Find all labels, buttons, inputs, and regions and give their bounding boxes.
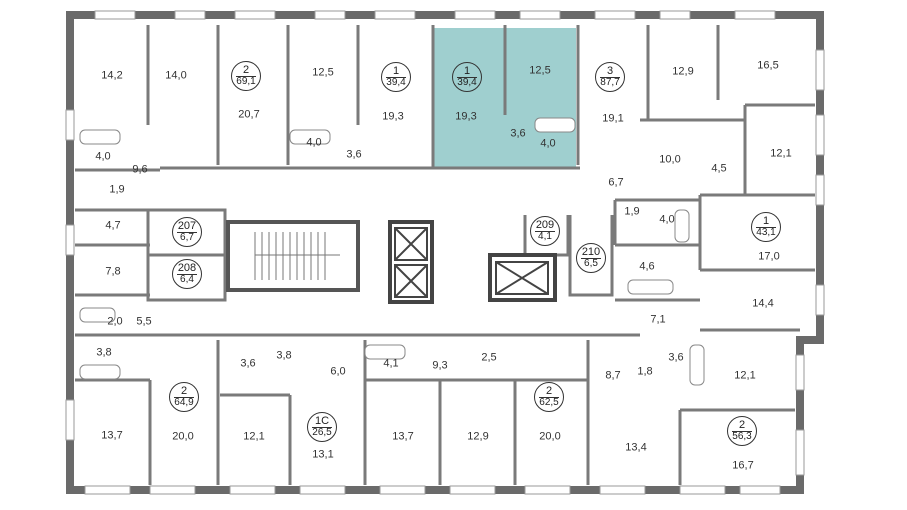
room-area: 4,0 (95, 150, 111, 163)
room-area: 13,4 (625, 441, 647, 454)
room-area: 8,7 (605, 369, 621, 382)
room-area: 4,1 (383, 357, 399, 370)
room-area: 19,1 (602, 112, 624, 125)
room-area: 20,0 (172, 430, 194, 443)
bathtubs (79, 117, 705, 386)
room-area: 12,9 (672, 65, 694, 78)
room-area: 4,0 (540, 137, 556, 150)
room-area: 20,7 (238, 108, 260, 121)
elevators (388, 220, 557, 304)
room-area: 17,0 (758, 250, 780, 263)
room-area: 4,0 (306, 136, 322, 149)
room-area: 3,6 (346, 148, 362, 161)
room-area: 13,7 (101, 429, 123, 442)
room-area: 16,5 (757, 59, 779, 72)
room-area: 12,1 (243, 430, 265, 443)
room-area: 16,7 (732, 459, 754, 472)
room-area: 19,3 (382, 110, 404, 123)
room-area: 10,0 (659, 153, 681, 166)
room-area: 1,9 (109, 183, 125, 196)
room-area: 6,0 (330, 365, 346, 378)
room-area: 1,8 (637, 365, 653, 378)
room-area: 14,0 (165, 69, 187, 82)
room-area: 13,1 (312, 448, 334, 461)
room-area: 12,1 (770, 147, 792, 160)
outer-walls (66, 11, 824, 494)
interior-walls (75, 25, 815, 485)
room-area: 3,8 (96, 346, 112, 359)
room-area: 7,8 (105, 265, 121, 278)
room-area: 7,1 (650, 313, 666, 326)
room-area: 14,4 (752, 297, 774, 310)
room-area: 2,5 (481, 351, 497, 364)
room-area: 3,8 (276, 349, 292, 362)
room-area: 13,7 (392, 430, 414, 443)
room-area: 5,5 (136, 315, 152, 328)
room-area: 4,7 (105, 219, 121, 232)
room-area: 1,9 (624, 205, 640, 218)
room-area: 2,0 (107, 315, 123, 328)
room-area: 19,3 (455, 110, 477, 123)
room-area: 4,6 (639, 260, 655, 273)
room-area: 3,6 (510, 127, 526, 140)
windows (65, 10, 825, 495)
room-area: 9,6 (132, 163, 148, 176)
room-area: 3,6 (668, 351, 684, 364)
room-area: 4,5 (711, 162, 727, 175)
room-area: 3,6 (240, 357, 256, 370)
room-area: 6,7 (608, 176, 624, 189)
room-area: 12,5 (312, 66, 334, 79)
room-area: 12,5 (529, 64, 551, 77)
room-area: 9,3 (432, 359, 448, 372)
room-area: 20,0 (539, 430, 561, 443)
room-area: 12,1 (734, 369, 756, 382)
room-area: 12,9 (467, 430, 489, 443)
stair-core (226, 220, 360, 292)
room-area: 4,0 (659, 213, 675, 226)
room-area: 14,2 (101, 69, 123, 82)
